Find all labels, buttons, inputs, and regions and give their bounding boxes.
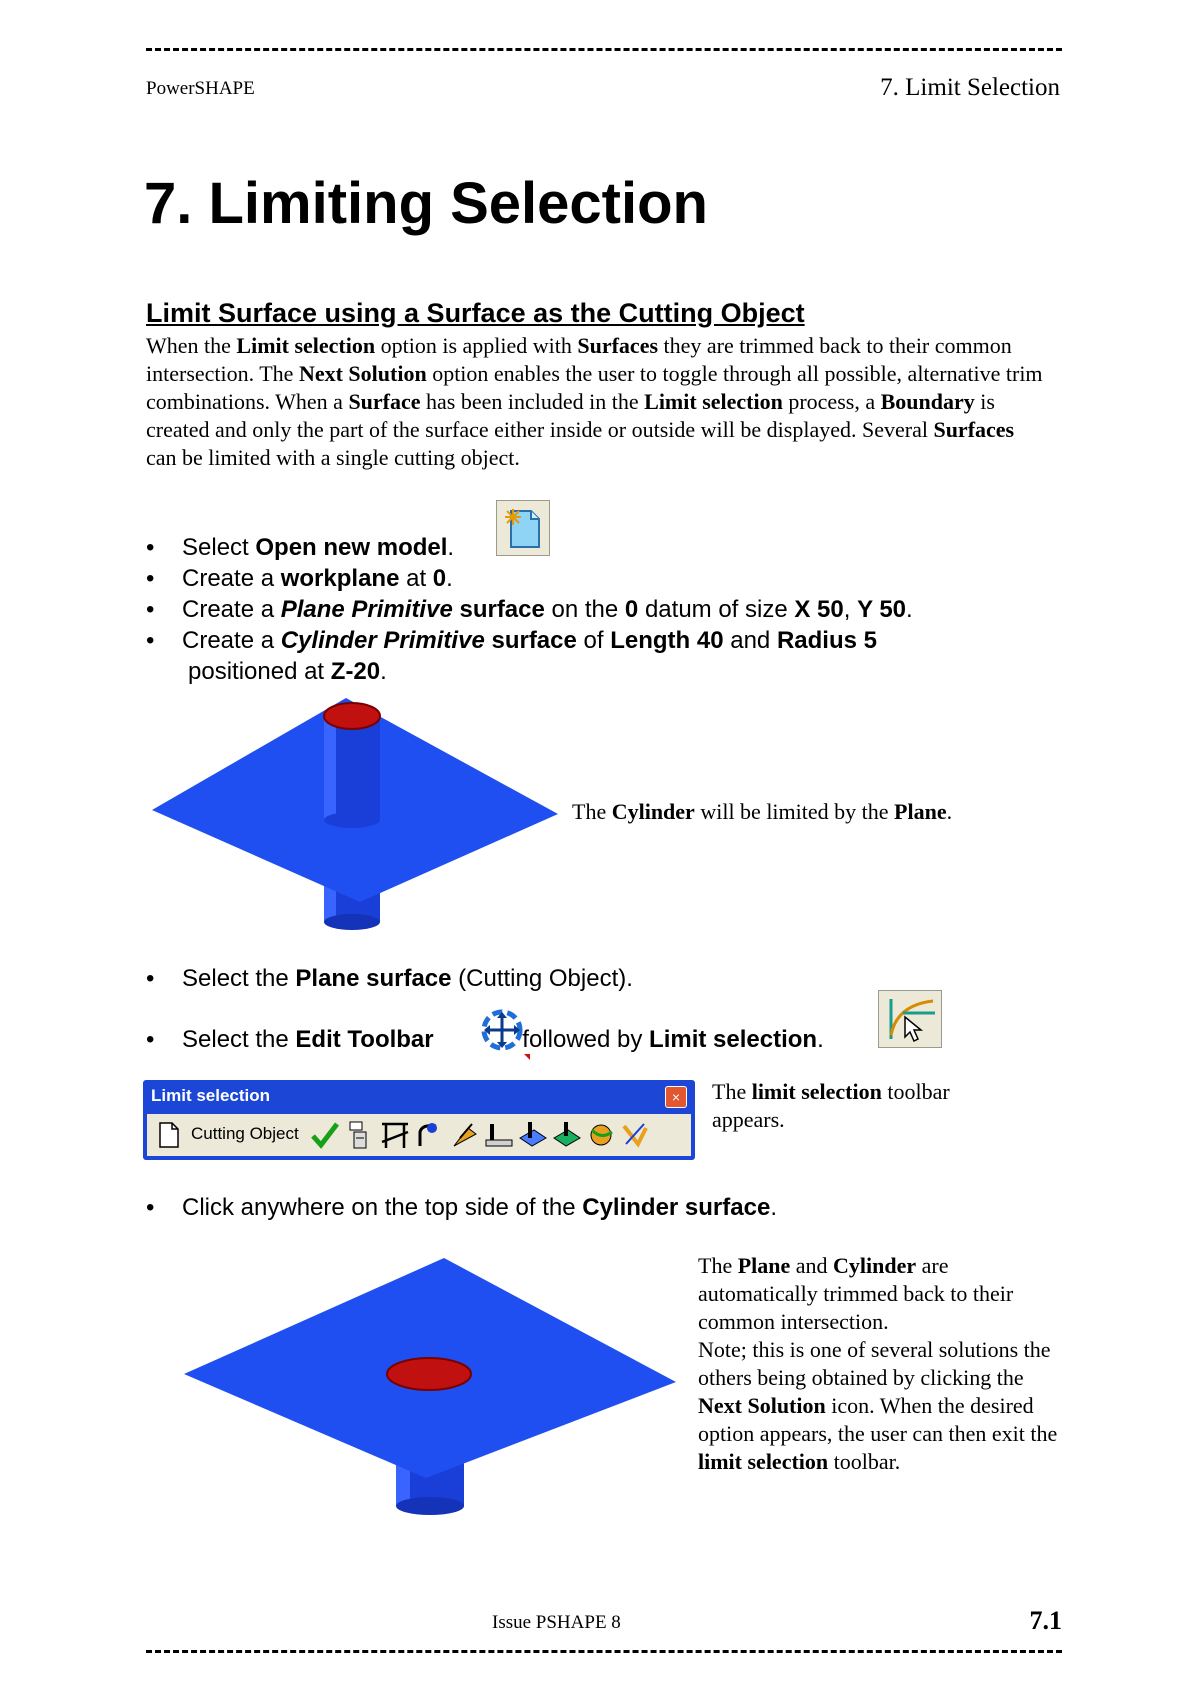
limit-solid-icon[interactable] xyxy=(585,1118,617,1152)
limit-surface-icon[interactable] xyxy=(551,1118,583,1152)
page-title: 7. Limiting Selection xyxy=(144,171,708,236)
toolbar-body: Cutting Object xyxy=(147,1114,691,1156)
caption-cylinder-limited: The Cylinder will be limited by the Plan… xyxy=(572,799,953,824)
steps-list-2b: Select the Edit Toolbar followed by Limi… xyxy=(146,1024,824,1055)
accept-icon[interactable] xyxy=(309,1118,341,1152)
list-item: Click anywhere on the top side of the Cy… xyxy=(146,1192,777,1223)
intro-paragraph: When the Limit selection option is appli… xyxy=(146,333,1043,470)
top-rule xyxy=(146,48,1062,51)
list-item: Select Open new model. xyxy=(146,532,913,563)
steps-list-1: Select Open new model. Create a workplan… xyxy=(146,532,913,687)
caption-trimmed-result: The Plane and Cylinder are automatically… xyxy=(698,1253,1058,1474)
bottom-rule xyxy=(146,1650,1062,1653)
footer-issue: Issue PSHAPE 8 xyxy=(492,1612,621,1633)
list-item: Create a workplane at 0. xyxy=(146,563,913,594)
steps-list-2: Select the Plane surface (Cutting Object… xyxy=(146,963,633,994)
trim-icon[interactable] xyxy=(379,1118,411,1152)
trimmed-result-figure xyxy=(184,1258,676,1515)
section-heading: Limit Surface using a Surface as the Cut… xyxy=(146,298,805,328)
limit-one-icon[interactable] xyxy=(483,1118,515,1152)
edit-toolbar-icon[interactable] xyxy=(474,1004,532,1062)
list-item: Create a Plane Primitive surface on the … xyxy=(146,594,913,625)
plane-cylinder-figure xyxy=(152,698,558,930)
list-item: Create a Cylinder Primitive surface of L… xyxy=(146,625,913,687)
next-solution-icon[interactable] xyxy=(449,1118,481,1152)
cutting-object-label[interactable]: Cutting Object xyxy=(191,1124,299,1143)
list-item: Select the Plane surface (Cutting Object… xyxy=(146,963,633,994)
limit-selection-toolbar: Limit selection × Cutting Object xyxy=(143,1080,695,1160)
limit-options-icon[interactable] xyxy=(619,1118,651,1152)
curve-trim-icon[interactable] xyxy=(411,1118,443,1152)
limit-both-icon[interactable] xyxy=(517,1118,549,1152)
keep-icon[interactable] xyxy=(343,1118,375,1152)
list-item: Select the Edit Toolbar followed by Limi… xyxy=(146,1024,824,1055)
toolbar-close-button[interactable]: × xyxy=(665,1086,687,1108)
header-app-name: PowerSHAPE xyxy=(146,78,255,99)
caption-toolbar-appears: The limit selection toolbar appears. xyxy=(712,1079,950,1132)
header-chapter: 7. Limit Selection xyxy=(880,74,1060,101)
footer-page-number: 7.1 xyxy=(1029,1606,1063,1635)
toolbar-title: Limit selection xyxy=(151,1086,271,1105)
limit-selection-icon[interactable] xyxy=(878,990,942,1048)
cutting-object-icon[interactable] xyxy=(153,1118,185,1152)
steps-list-3: Click anywhere on the top side of the Cy… xyxy=(146,1192,777,1223)
